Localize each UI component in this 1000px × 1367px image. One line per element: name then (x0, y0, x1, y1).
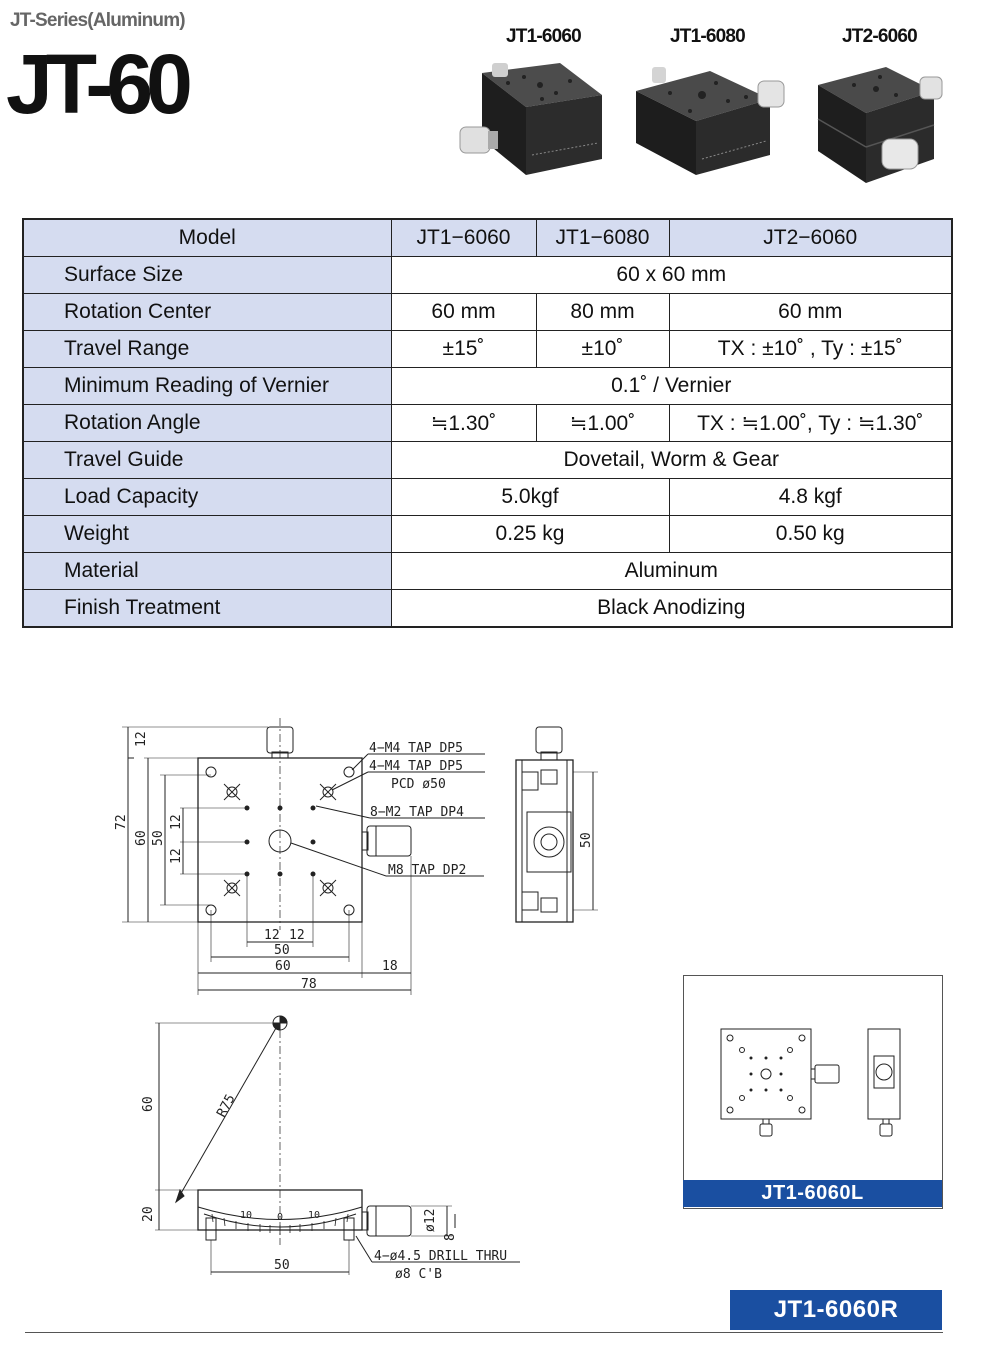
dim-v-50: 50 (151, 830, 166, 846)
spec-table: Model JT1−6060 JT1−6080 JT2−6060 Surface… (22, 218, 953, 628)
spec-cell: Black Anodizing (390, 589, 953, 628)
dim-front-d12: ø12 (423, 1209, 438, 1232)
dim-front-50: 50 (274, 1258, 290, 1273)
dim-v-12-top: 12 (134, 731, 149, 747)
spec-row-label: Travel Guide (22, 441, 392, 479)
spec-row-load-capacity: Load Capacity 5.0kgf 4.8 kgf (22, 478, 953, 516)
callout-drill: 4−ø4.5 DRILL THRU (374, 1249, 507, 1264)
callout-m2-tap: 8−M2 TAP DP4 (370, 805, 464, 820)
callout-m8-tap: M8 TAP DP2 (388, 863, 466, 878)
product-photo-jt1-6060 (459, 63, 602, 175)
scale-label-center: 0 (277, 1212, 283, 1223)
spec-cell: TX : ≒1.00˚, Ty : ≒1.30˚ (668, 404, 953, 442)
callout-m4-tap: 4−M4 TAP DP5 (369, 741, 463, 756)
spec-cell: 60 x 60 mm (390, 256, 953, 294)
spec-cell: Aluminum (390, 552, 953, 590)
spec-cell: ≒1.30˚ (390, 404, 537, 442)
pcd-tap-holes (223, 783, 337, 897)
dim-front-20: 20 (141, 1206, 156, 1222)
dim-v-12b: 12 (169, 848, 184, 864)
spec-row-label: Surface Size (22, 256, 392, 294)
spec-row-travel-range: Travel Range ±15˚ ±10˚ TX : ±10˚ , Ty : … (22, 330, 953, 368)
callout-pcd: PCD ø50 (391, 777, 446, 792)
spec-row-label: Rotation Angle (22, 404, 392, 442)
spec-header-col: JT1−6060 (390, 218, 537, 257)
dim-side-50: 50 (579, 832, 594, 848)
spec-cell: ±15˚ (390, 330, 537, 368)
product-label-jt2-6060: JT2-6060 (842, 26, 918, 47)
spec-row-label: Load Capacity (22, 478, 392, 516)
variant-banner-left: JT1-6060L (683, 1180, 942, 1207)
dim-h-12a: 12 (264, 928, 280, 943)
spec-row-min-reading: Minimum Reading of Vernier 0.1˚ / Vernie… (22, 367, 953, 405)
spec-row-material: Material Aluminum (22, 552, 953, 590)
product-photo-jt1-6080 (636, 67, 785, 175)
dim-v-12a: 12 (169, 814, 184, 830)
top-view-drawing (122, 718, 485, 995)
spec-row-label: Rotation Center (22, 293, 392, 331)
spec-header-row: Model JT1−6060 JT1−6080 JT2−6060 (22, 218, 953, 257)
page-title: JT-60 (6, 37, 193, 131)
bottom-divider (25, 1332, 943, 1333)
dim-h-78: 78 (301, 977, 317, 992)
spec-cell: 80 mm (535, 293, 670, 331)
dim-h-50: 50 (274, 943, 290, 958)
dim-front-r75: R75 (214, 1092, 238, 1120)
dim-h-18: 18 (382, 959, 398, 974)
variant-drawing (720, 1028, 901, 1137)
dim-v-60: 60 (134, 830, 149, 846)
product-photo-jt2-6060 (817, 67, 943, 183)
dim-v-72: 72 (114, 814, 129, 830)
front-view-drawing (155, 1015, 520, 1275)
side-view-drawing (515, 726, 598, 923)
spec-row-label: Travel Range (22, 330, 392, 368)
spec-row-travel-guide: Travel Guide Dovetail, Worm & Gear (22, 441, 953, 479)
product-label-jt1-6080: JT1-6080 (670, 26, 746, 47)
scale-label-left: 10 (240, 1210, 252, 1221)
spec-header-model: Model (22, 218, 392, 257)
spec-row-label: Finish Treatment (22, 589, 392, 628)
spec-header-col: JT1−6080 (535, 218, 670, 257)
spec-cell: 5.0kgf (390, 478, 670, 516)
spec-cell: 0.25 kg (390, 515, 670, 553)
dim-front-8: 8 (443, 1233, 458, 1241)
spec-cell: 60 mm (390, 293, 537, 331)
dim-h-12b: 12 (289, 928, 305, 943)
series-title: JT-Series(Aluminum) (10, 10, 186, 31)
spec-cell: 0.50 kg (668, 515, 953, 553)
spec-row-finish: Finish Treatment Black Anodizing (22, 589, 953, 628)
spec-row-surface-size: Surface Size 60 x 60 mm (22, 256, 953, 294)
product-label-jt1-6060: JT1-6060 (506, 26, 582, 47)
spec-header-col: JT2−6060 (668, 218, 953, 257)
callout-counterbore: ø8 C'B (395, 1267, 442, 1282)
dim-h-60: 60 (275, 959, 291, 974)
variant-inset (683, 975, 943, 1209)
callout-m4-tap-pcd: 4−M4 TAP DP5 (369, 759, 463, 774)
variant-banner-right: JT1-6060R (730, 1290, 942, 1330)
spec-row-rotation-angle: Rotation Angle ≒1.30˚ ≒1.00˚ TX : ≒1.00˚… (22, 404, 953, 442)
spec-cell: Dovetail, Worm & Gear (390, 441, 953, 479)
spec-row-label: Material (22, 552, 392, 590)
scale-label-right: 10 (308, 1210, 320, 1221)
spec-cell: 4.8 kgf (668, 478, 953, 516)
dim-front-60: 60 (141, 1096, 156, 1112)
